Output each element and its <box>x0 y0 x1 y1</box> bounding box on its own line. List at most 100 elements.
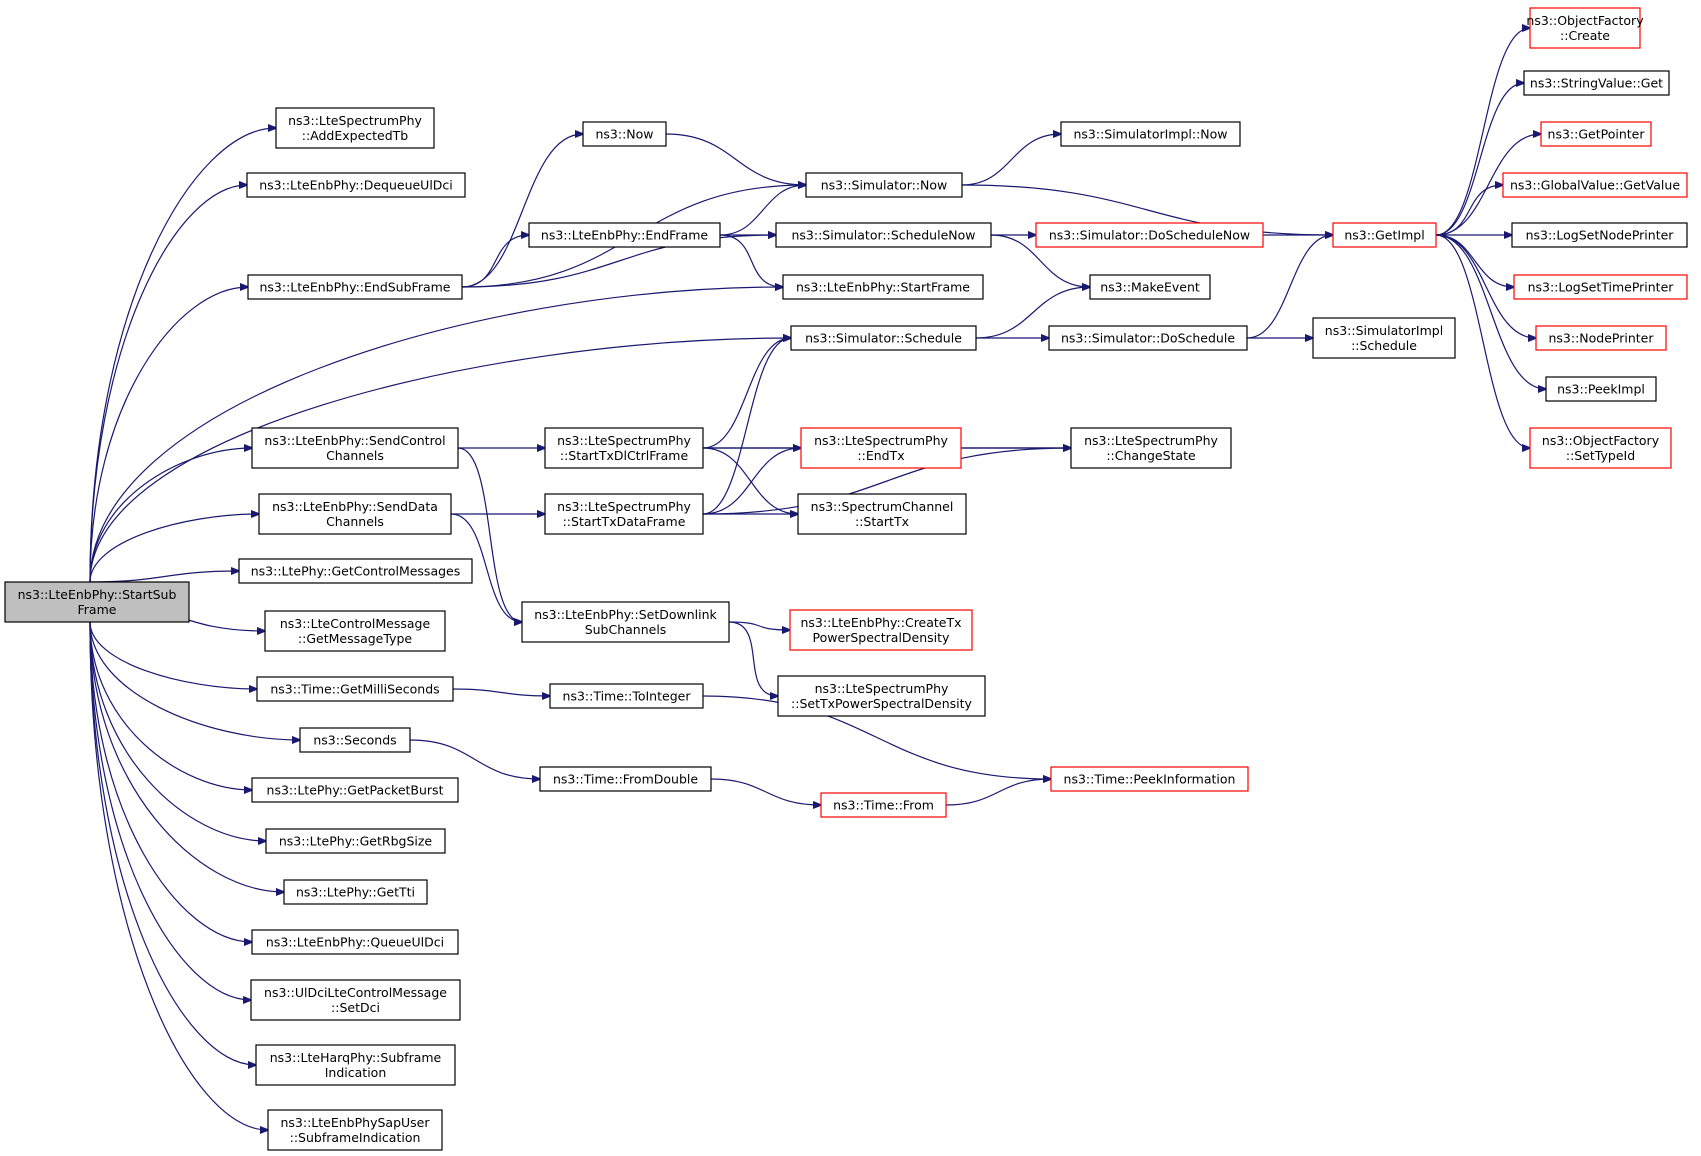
node-endtx[interactable]: ns3::LteSpectrumPhy::EndTx <box>800 427 962 469</box>
node-label: ns3::LteSpectrumPhy <box>288 113 422 128</box>
node-label: Channels <box>326 514 384 529</box>
node-box <box>820 792 947 818</box>
node-box <box>265 828 446 854</box>
node-getmilli[interactable]: ns3::Time::GetMilliSeconds <box>256 676 454 702</box>
edge-getimpl-to-ofsettype <box>1435 234 1530 448</box>
node-label: ns3::SimulatorImpl <box>1325 323 1443 338</box>
node-label: ns3::Time::From <box>833 798 934 813</box>
node-changestate[interactable]: ns3::LteSpectrumPhy::ChangeState <box>1070 427 1232 469</box>
node-setdci[interactable]: ns3::UlDciLteControlMessage::SetDci <box>250 979 461 1021</box>
node-getctrlmsg[interactable]: ns3::LtePhy::GetControlMessages <box>238 558 473 584</box>
node-createtx[interactable]: ns3::LteEnbPhy::CreateTxPowerSpectralDen… <box>789 609 973 651</box>
node-box <box>1050 766 1249 792</box>
nodes-layer: ns3::LteEnbPhy::StartSubFramens3::LteSpe… <box>4 7 1688 1151</box>
node-queueul[interactable]: ns3::LteEnbPhy::QueueUlDci <box>251 929 459 955</box>
node-dequeue[interactable]: ns3::LteEnbPhy::DequeueUlDci <box>246 172 466 198</box>
node-endsub[interactable]: ns3::LteEnbPhy::EndSubFrame <box>247 274 463 300</box>
edge-root-to-getpktburst <box>89 621 252 790</box>
node-fromdouble[interactable]: ns3::Time::FromDouble <box>539 766 712 792</box>
node-startdata[interactable]: ns3::LteSpectrumPhy::StartTxDataFrame <box>544 493 704 535</box>
node-label: Frame <box>78 602 117 617</box>
node-label: ns3::Simulator::Now <box>821 178 948 193</box>
node-startframe[interactable]: ns3::LteEnbPhy::StartFrame <box>782 274 984 300</box>
node-box <box>1502 172 1688 198</box>
node-label: ns3::StringValue::Get <box>1530 76 1663 91</box>
edge-seconds-to-fromdouble <box>409 739 540 779</box>
node-logtime[interactable]: ns3::LogSetTimePrinter <box>1513 274 1688 300</box>
node-makeevent[interactable]: ns3::MakeEvent <box>1089 274 1211 300</box>
node-box <box>1048 325 1248 351</box>
node-label: ns3::LteSpectrumPhy <box>814 433 948 448</box>
node-label: ::GetMessageType <box>298 631 413 646</box>
node-label: ns3::LteSpectrumPhy <box>557 433 691 448</box>
node-box <box>4 581 190 623</box>
edge-senddata-to-setdownlink <box>450 513 522 622</box>
edge-now-to-simnow <box>665 133 806 185</box>
node-box <box>800 427 962 469</box>
node-label: ::StartTxDataFrame <box>563 514 686 529</box>
node-seconds[interactable]: ns3::Seconds <box>299 727 411 753</box>
node-label: ::StartTxDlCtrlFrame <box>560 448 689 463</box>
node-ofcreate[interactable]: ns3::ObjectFactory::Create <box>1526 7 1644 49</box>
node-label: ns3::LteEnbPhySapUser <box>281 1115 431 1130</box>
node-box <box>283 879 428 905</box>
node-gettti[interactable]: ns3::LtePhy::GetTti <box>283 879 428 905</box>
node-sapuser[interactable]: ns3::LteEnbPhySapUser::SubframeIndicatio… <box>267 1109 443 1151</box>
node-getimpl[interactable]: ns3::GetImpl <box>1332 222 1437 248</box>
node-label: ns3::Time::GetMilliSeconds <box>270 682 439 697</box>
node-simnow[interactable]: ns3::Simulator::Now <box>805 172 963 198</box>
node-strget[interactable]: ns3::StringValue::Get <box>1523 70 1670 96</box>
node-lognode[interactable]: ns3::LogSetNodePrinter <box>1511 222 1688 248</box>
node-getpointer[interactable]: ns3::GetPointer <box>1540 121 1652 147</box>
node-doschednow[interactable]: ns3::Simulator::DoScheduleNow <box>1035 222 1264 248</box>
node-gvgetvalue[interactable]: ns3::GlobalValue::GetValue <box>1502 172 1688 198</box>
node-box <box>544 493 704 535</box>
node-peekimpl[interactable]: ns3::PeekImpl <box>1545 376 1657 402</box>
node-box <box>258 493 452 535</box>
node-startdlctrl[interactable]: ns3::LteSpectrumPhy::StartTxDlCtrlFrame <box>544 427 704 469</box>
node-label: SubChannels <box>585 622 667 637</box>
node-getrbg[interactable]: ns3::LtePhy::GetRbgSize <box>265 828 446 854</box>
node-label: ns3::LteEnbPhy::EndFrame <box>541 228 709 243</box>
node-now[interactable]: ns3::Now <box>582 121 667 147</box>
node-nodeprinter[interactable]: ns3::NodePrinter <box>1535 325 1667 351</box>
node-peekinfo[interactable]: ns3::Time::PeekInformation <box>1050 766 1249 792</box>
node-box <box>1060 121 1241 147</box>
node-chanstarttx[interactable]: ns3::SpectrumChannel::StartTx <box>797 493 967 535</box>
node-tointeger[interactable]: ns3::Time::ToInteger <box>549 683 704 709</box>
node-timefrom[interactable]: ns3::Time::From <box>820 792 947 818</box>
node-label: ns3::LtePhy::GetTti <box>296 885 415 900</box>
node-box <box>256 676 454 702</box>
node-implsched[interactable]: ns3::SimulatorImpl::Schedule <box>1312 317 1456 359</box>
node-getpktburst[interactable]: ns3::LtePhy::GetPacketBurst <box>251 777 459 803</box>
node-implnow[interactable]: ns3::SimulatorImpl::Now <box>1060 121 1241 147</box>
node-label: ::Schedule <box>1351 338 1417 353</box>
node-ofsettype[interactable]: ns3::ObjectFactory::SetTypeId <box>1529 427 1672 469</box>
node-box <box>805 172 963 198</box>
node-dosched[interactable]: ns3::Simulator::DoSchedule <box>1048 325 1248 351</box>
node-settxpsd[interactable]: ns3::LteSpectrumPhy::SetTxPowerSpectralD… <box>777 675 986 717</box>
edge-getimpl-to-peekimpl <box>1435 234 1546 389</box>
edge-tointeger-to-peekinfo <box>702 695 1051 779</box>
edge-startdlctrl-to-chanstarttx <box>702 447 798 514</box>
node-addexp[interactable]: ns3::LteSpectrumPhy::AddExpectedTb <box>275 107 435 149</box>
edge-root-to-gettti <box>89 621 284 892</box>
node-box <box>267 1109 443 1151</box>
node-box <box>275 107 435 149</box>
node-label: ns3::LtePhy::GetRbgSize <box>279 834 433 849</box>
edge-sendctrl-to-setdownlink <box>457 447 522 622</box>
node-box <box>255 1044 456 1086</box>
node-box <box>549 683 704 709</box>
edge-root-to-startframe <box>89 287 783 583</box>
node-getmsgtype[interactable]: ns3::LteControlMessage::GetMessageType <box>264 610 446 652</box>
node-schedule[interactable]: ns3::Simulator::Schedule <box>790 325 977 351</box>
node-harq[interactable]: ns3::LteHarqPhy::SubframeIndication <box>255 1044 456 1086</box>
node-endframe[interactable]: ns3::LteEnbPhy::EndFrame <box>528 222 721 248</box>
node-label: ns3::LogSetTimePrinter <box>1528 280 1675 295</box>
node-box <box>247 274 463 300</box>
node-schednow[interactable]: ns3::Simulator::ScheduleNow <box>775 222 992 248</box>
